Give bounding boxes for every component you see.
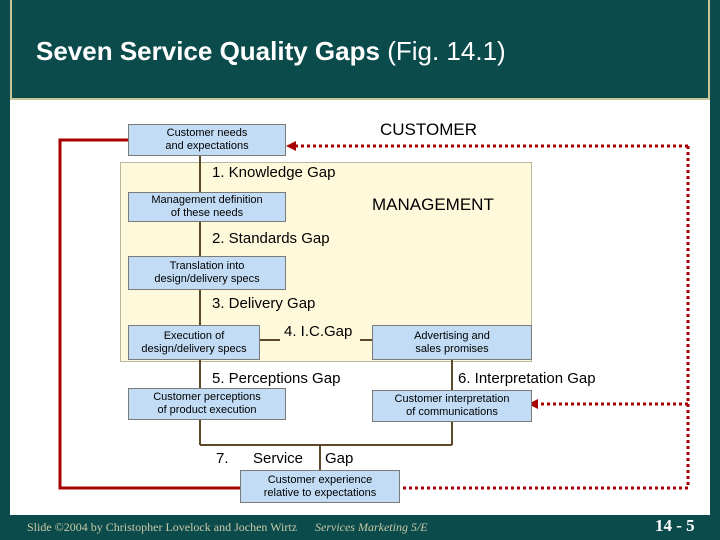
- translation-box: Translation into design/delivery specs: [128, 256, 286, 290]
- gap6-label: 6. Interpretation Gap: [458, 370, 596, 387]
- gap3-label: 3. Delivery Gap: [212, 295, 316, 312]
- feedback-line-left: [58, 138, 240, 490]
- customer-perceptions-label: Customer perceptions of product executio…: [153, 391, 261, 416]
- footer-bar: Slide ©2004 by Christopher Lovelock and …: [0, 515, 720, 540]
- footer-credit: Slide ©2004 by Christopher Lovelock and …: [27, 520, 298, 534]
- gap7-word-gap: Gap: [325, 450, 354, 467]
- title-bar: [10, 0, 710, 100]
- customer-interpretation-label: Customer interpretation of communication…: [394, 393, 510, 418]
- footer-book: Services Marketing 5/E: [315, 520, 428, 534]
- execution-box: Execution of design/delivery specs: [128, 325, 260, 360]
- slide-title-figure: (Fig. 14.1): [387, 36, 506, 66]
- translation-label: Translation into design/delivery specs: [154, 260, 260, 285]
- gap2-label: 2. Standards Gap: [212, 230, 330, 247]
- customer-perceptions-box: Customer perceptions of product executio…: [128, 388, 286, 420]
- gap7-number: 7.: [216, 450, 229, 467]
- customer-needs-box: Customer needs and expectations: [128, 124, 286, 156]
- gap5-label: 5. Perceptions Gap: [212, 370, 341, 387]
- gap7-word-service: Service: [253, 450, 304, 467]
- advertising-box: Advertising and sales promises: [372, 325, 532, 360]
- execution-label: Execution of design/delivery specs: [141, 329, 247, 355]
- dotted-line-experience: [400, 146, 690, 490]
- gap1-label: 1. Knowledge Gap: [212, 164, 336, 181]
- slide-title: Seven Service Quality Gaps (Fig. 14.1): [36, 36, 506, 67]
- advertising-label: Advertising and sales promises: [414, 329, 490, 355]
- slide-title-bold: Seven Service Quality Gaps: [36, 36, 380, 66]
- arrow-interpretation-icon: [528, 399, 538, 409]
- customer-interpretation-box: Customer interpretation of communication…: [372, 390, 532, 422]
- management-label: MANAGEMENT: [372, 195, 494, 214]
- gap4-label: 4. I.C.Gap: [284, 323, 353, 340]
- customer-experience-label: Customer experience relative to expectat…: [263, 473, 377, 499]
- management-definition-label: Management definition of these needs: [151, 194, 263, 219]
- management-definition-box: Management definition of these needs: [128, 192, 286, 222]
- customer-experience-box: Customer experience relative to expectat…: [240, 470, 400, 503]
- customer-label: CUSTOMER: [380, 120, 477, 139]
- arrow-customer-needs-icon: [286, 141, 296, 151]
- footer-page-number: 14 - 5: [655, 516, 695, 535]
- customer-needs-label: Customer needs and expectations: [165, 127, 249, 152]
